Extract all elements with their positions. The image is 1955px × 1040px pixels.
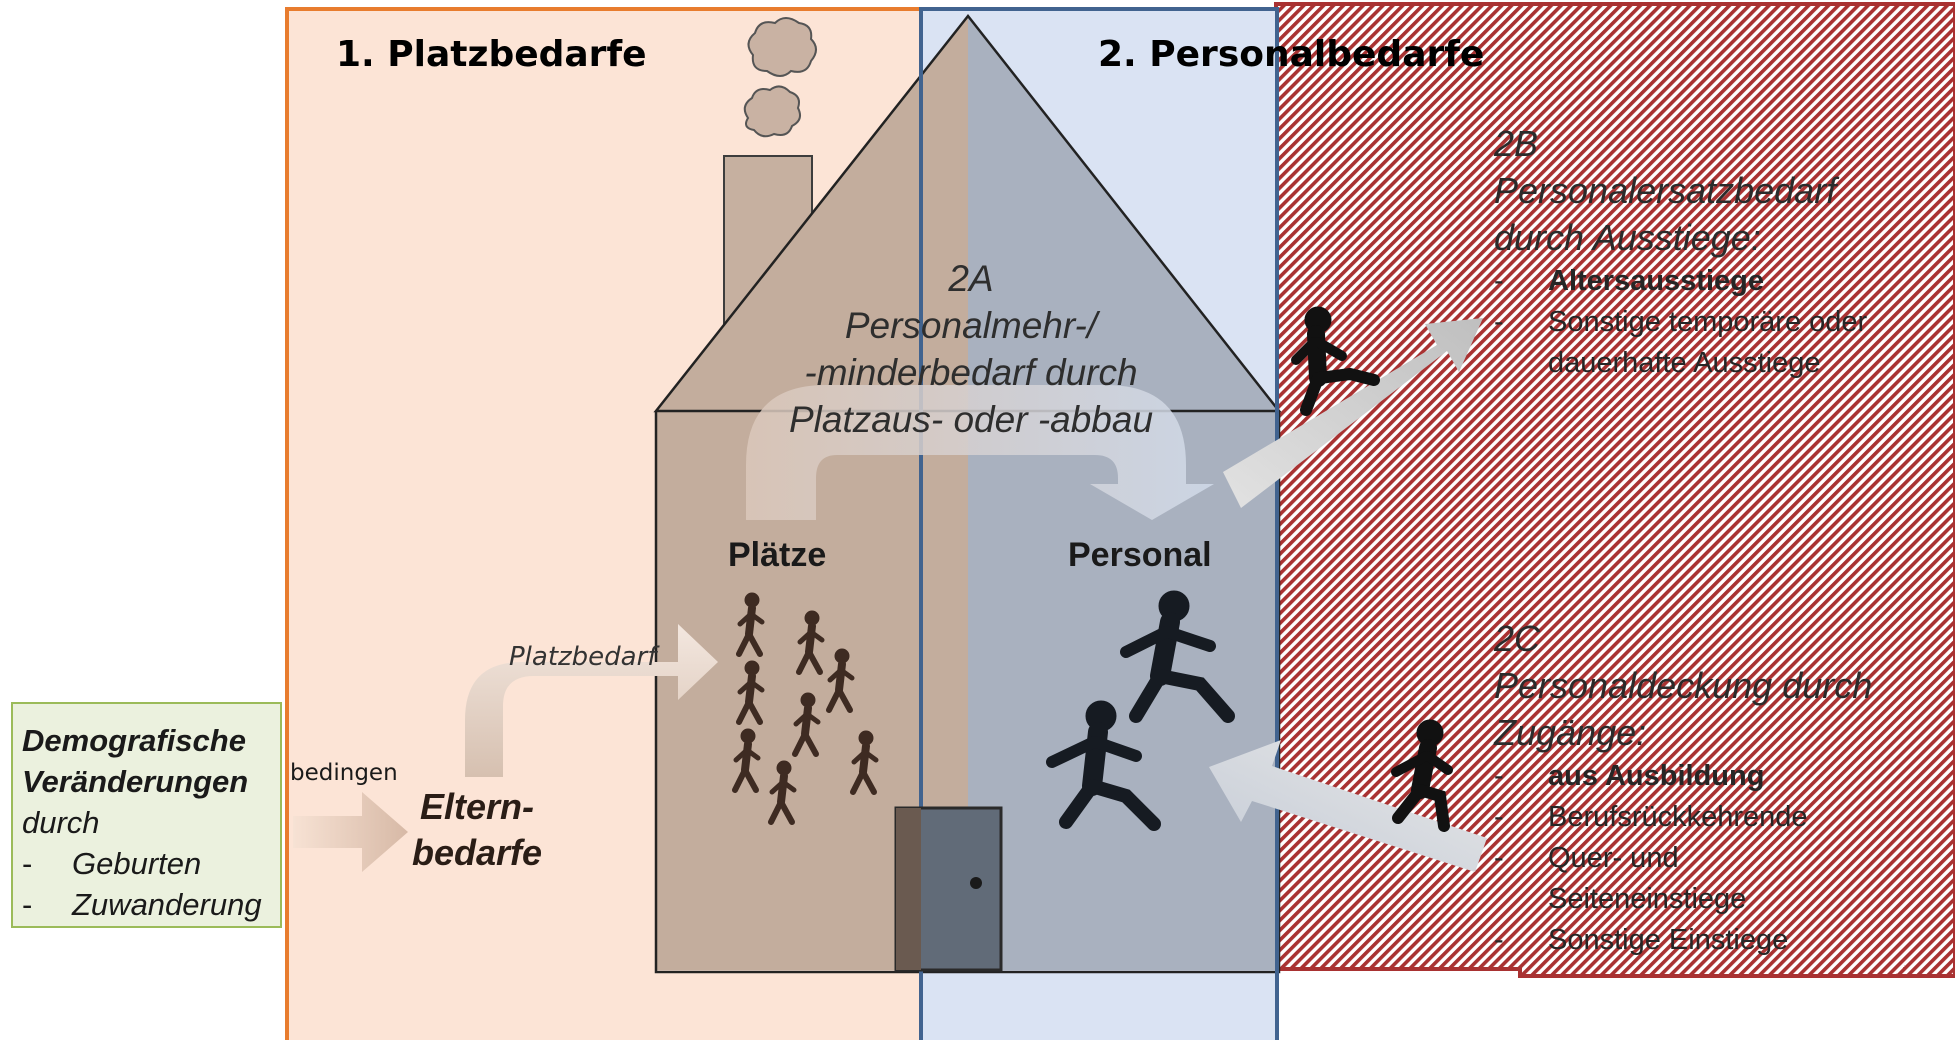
block-2a: 2A Personalmehr-/ -minderbedarf durch Pl… (788, 258, 1154, 440)
arrow-to-2b (1223, 318, 1483, 508)
staff-figures-icon (1046, 590, 1235, 831)
smoke-icon (743, 17, 817, 138)
platzbedarf-arrow (465, 624, 718, 777)
arrow-from-2c (1209, 740, 1487, 872)
block-2c-item: -Berufsrückkehrende (1494, 801, 1808, 833)
bedingen-label: bedingen (290, 760, 398, 786)
arch-arrow-2a (746, 385, 1214, 520)
elternbedarfe-label: Eltern- bedarfe (412, 786, 543, 873)
demography-text: Demografische Veränderungen durch -Gebur… (22, 720, 262, 925)
arriving-worker-icon (1391, 719, 1453, 832)
block-2b: 2B Personalersatzbedarf durch Ausstiege:… (1494, 120, 1934, 384)
leaving-worker-icon (1291, 306, 1380, 416)
block-2b-item: -Sonstige temporäre oder dauerhafte Auss… (1494, 306, 1868, 379)
demography-item: -Zuwanderung (22, 887, 262, 922)
block-2c-item: -Sonstige Einstiege (1494, 924, 1789, 956)
demography-box (11, 702, 282, 928)
platzbedarf-label: Platzbedarf (509, 642, 657, 672)
plaetze-label: Plätze (728, 536, 827, 574)
demography-line3: durch (22, 805, 100, 840)
block-2c: 2C Personaldeckung durch Zugänge: -aus A… (1494, 615, 1934, 961)
bedingen-arrow (293, 792, 408, 872)
block-2c-item: -aus Ausbildung (1494, 760, 1765, 792)
personal-label: Personal (1068, 536, 1212, 574)
door-knob (970, 877, 982, 889)
demography-line1: Demografische (22, 723, 246, 758)
demography-item: -Geburten (22, 846, 202, 881)
block-2b-item: -Altersausstiege (1494, 265, 1764, 297)
demography-line2: Veränderungen (22, 764, 249, 799)
section2-title: 2. Personalbedarfe (1098, 34, 1485, 75)
section1-title: 1. Platzbedarfe (336, 34, 647, 75)
block-2c-item: -Quer- und Seiteneinstiege (1494, 842, 1747, 915)
